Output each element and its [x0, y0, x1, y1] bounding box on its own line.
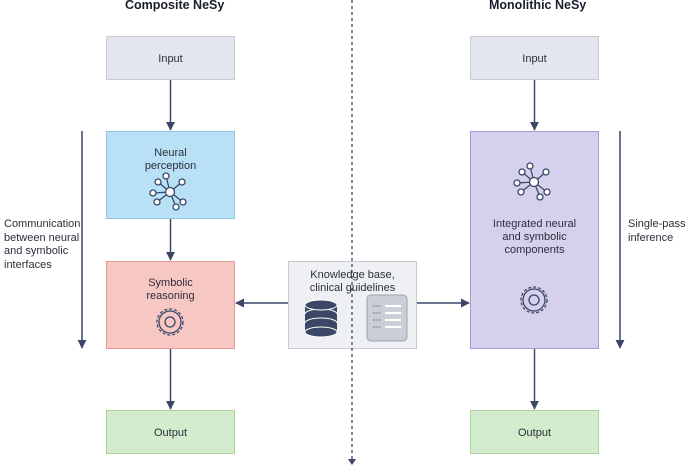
integrated-label-1: Integrated neural [492, 218, 577, 230]
communication-label-line-2: between neural [4, 231, 80, 244]
monolithic-input-box: Input [470, 36, 599, 80]
communication-label-line-1: Communication [4, 218, 81, 230]
neural-perception-box: Neural perception [106, 131, 235, 219]
single-pass-label: Single-pass inference [628, 218, 685, 245]
gear-icon [156, 308, 184, 336]
composite-nesy-title: Composite NeSy [125, 0, 225, 12]
integrated-gear-icon [520, 286, 548, 314]
communication-label-line-4: interfaces [4, 258, 52, 271]
communication-label-line-3: and symbolic [4, 245, 69, 257]
integrated-network-icon [513, 162, 551, 201]
composite-input-label: Input [158, 53, 183, 65]
symbolic-reasoning-label-1: Symbolic [148, 277, 193, 289]
composite-output-box: Output [106, 410, 235, 454]
neural-perception-label-1: Neural [154, 147, 187, 159]
composite-output-label: Output [153, 427, 188, 439]
composite-input-box: Input [106, 36, 235, 80]
symbolic-reasoning-box: Symbolic reasoning [106, 261, 235, 349]
monolithic-input-label: Input [522, 53, 547, 65]
database-icon [304, 299, 338, 338]
neural-perception-label-2: perception [144, 160, 197, 172]
single-pass-label-line-2: inference [628, 231, 674, 244]
monolithic-output-box: Output [470, 410, 599, 454]
monolithic-nesy-title: Monolithic NeSy [489, 0, 587, 12]
single-pass-label-line-1: Single-pass [628, 218, 685, 230]
integrated-label-2: and symbolic [502, 231, 567, 243]
symbolic-reasoning-label-2: reasoning [146, 290, 195, 302]
integrated-label-3: components [504, 244, 565, 256]
document-icon [366, 294, 408, 342]
communication-label: Communication between neural and symboli… [4, 218, 82, 272]
network-icon [149, 172, 187, 211]
monolithic-output-label: Output [517, 427, 552, 439]
integrated-components-box: Integrated neural and symbolic component… [470, 131, 599, 349]
divider-arrowhead [348, 459, 356, 465]
knowledge-base-label-1: Knowledge base, [310, 269, 395, 281]
